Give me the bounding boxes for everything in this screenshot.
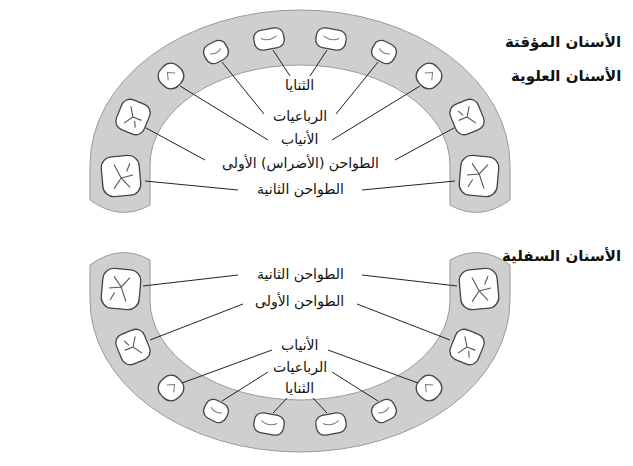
tooth bbox=[154, 371, 188, 405]
tooth bbox=[113, 97, 153, 138]
leader-line bbox=[143, 275, 238, 286]
leader-line bbox=[222, 372, 268, 401]
tooth-label: الرباعيات bbox=[270, 108, 330, 126]
tooth bbox=[201, 397, 232, 426]
tooth bbox=[458, 267, 499, 310]
leader-line bbox=[332, 86, 420, 140]
tooth bbox=[447, 327, 487, 368]
section-heading: الأسنان السفلية bbox=[499, 247, 624, 266]
tooth bbox=[314, 27, 347, 52]
section-heading: الأسنان العلوية bbox=[508, 67, 624, 86]
tooth-label: الطواحن الأولى bbox=[252, 293, 347, 311]
tooth bbox=[412, 371, 446, 405]
tooth-label: الطواحن الثانية bbox=[254, 181, 347, 199]
leader-line bbox=[362, 275, 457, 286]
tooth bbox=[100, 267, 141, 310]
leader-line bbox=[273, 397, 288, 413]
leader-line bbox=[180, 86, 268, 140]
leader-line bbox=[362, 181, 455, 190]
tooth bbox=[458, 154, 499, 197]
leader-line bbox=[357, 304, 450, 340]
tooth bbox=[369, 38, 400, 67]
leader-line bbox=[332, 372, 378, 401]
tooth-label: الثنايا bbox=[282, 77, 317, 95]
leader-line bbox=[145, 181, 238, 190]
tooth bbox=[201, 38, 232, 67]
tooth-label: الثنايا bbox=[282, 380, 317, 398]
tooth bbox=[252, 412, 285, 437]
tooth-label: الأنياب bbox=[278, 337, 321, 355]
tooth bbox=[100, 154, 141, 197]
leader-line bbox=[222, 62, 264, 114]
leader-line bbox=[395, 128, 454, 160]
tooth bbox=[369, 397, 400, 426]
page-title: الأسنان المؤقتة bbox=[502, 33, 624, 52]
leader-line bbox=[146, 128, 205, 160]
tooth bbox=[113, 327, 153, 368]
tooth-label: الرباعيات bbox=[270, 359, 330, 377]
leader-line bbox=[310, 50, 327, 76]
tooth bbox=[447, 97, 487, 138]
leader-line bbox=[336, 62, 378, 114]
leader-line bbox=[273, 50, 290, 76]
leader-line bbox=[312, 397, 327, 413]
leader-line bbox=[150, 304, 243, 340]
lower-gum bbox=[90, 253, 510, 452]
tooth bbox=[252, 27, 285, 52]
tooth-label: الطواحن الثانية bbox=[254, 266, 347, 284]
upper-gum bbox=[90, 10, 510, 212]
leader-lines bbox=[143, 50, 457, 413]
tooth bbox=[314, 412, 347, 437]
tooth-label: الأنياب bbox=[278, 131, 321, 149]
tooth-label: الطواحن (الأضراس) الأولى bbox=[219, 155, 382, 173]
